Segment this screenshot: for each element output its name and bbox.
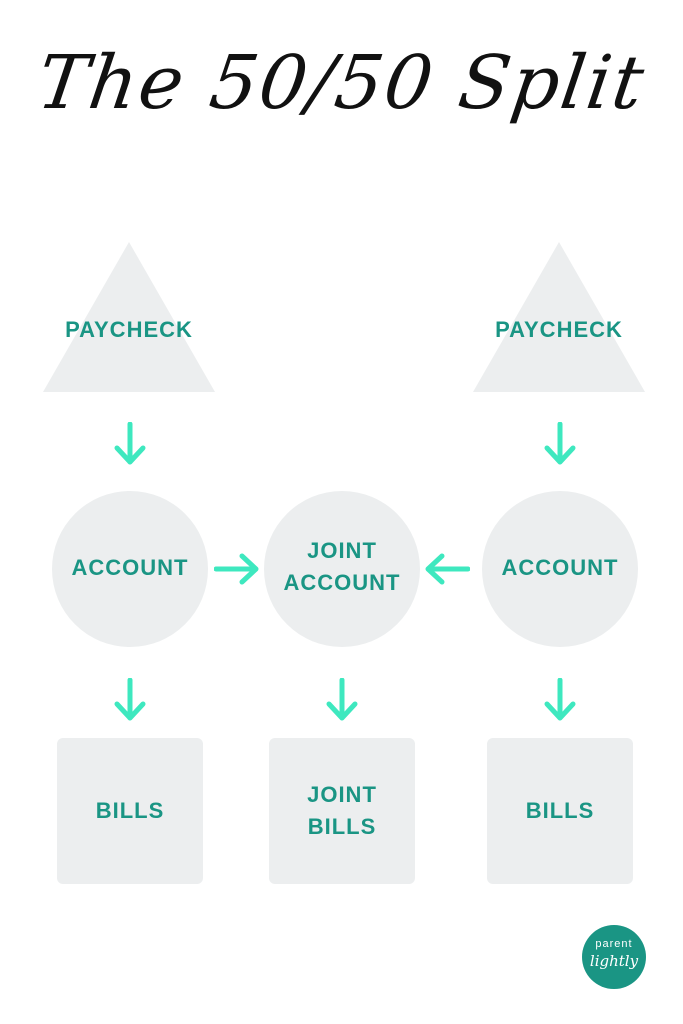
- paycheck-triangle-left: [43, 242, 215, 392]
- brand-logo: parent lightly: [582, 925, 646, 989]
- arrow-down-icon: [326, 678, 358, 721]
- paycheck-label-left: PAYCHECK: [65, 317, 193, 342]
- bills-box-right: [487, 738, 633, 884]
- arrow-down-icon: [544, 422, 576, 465]
- page-title: The 50/50 Split: [32, 40, 651, 126]
- account-circle-right: [482, 491, 638, 647]
- paycheck-label-right: PAYCHECK: [495, 317, 623, 342]
- bills-box-left: [57, 738, 203, 884]
- joint-account-circle: [264, 491, 420, 647]
- account-label-right: ACCOUNT: [501, 555, 619, 580]
- joint-bills-box: [269, 738, 415, 884]
- joint-account-label: JOINT ACCOUNT: [283, 538, 401, 595]
- account-label-left: ACCOUNT: [71, 555, 189, 580]
- bills-label-left: BILLS: [95, 798, 165, 823]
- bills-label-right: BILLS: [525, 798, 595, 823]
- logo-line-2: lightly: [589, 952, 639, 970]
- logo-line-1: parent: [595, 938, 633, 950]
- paycheck-triangle-right: [473, 242, 645, 392]
- arrow-down-icon: [544, 678, 576, 721]
- arrow-left-icon: [425, 553, 470, 585]
- account-circle-left: [52, 491, 208, 647]
- arrow-right-icon: [214, 553, 259, 585]
- joint-bills-label: JOINT BILLS: [307, 782, 377, 839]
- arrow-down-icon: [114, 678, 146, 721]
- arrow-down-icon: [114, 422, 146, 465]
